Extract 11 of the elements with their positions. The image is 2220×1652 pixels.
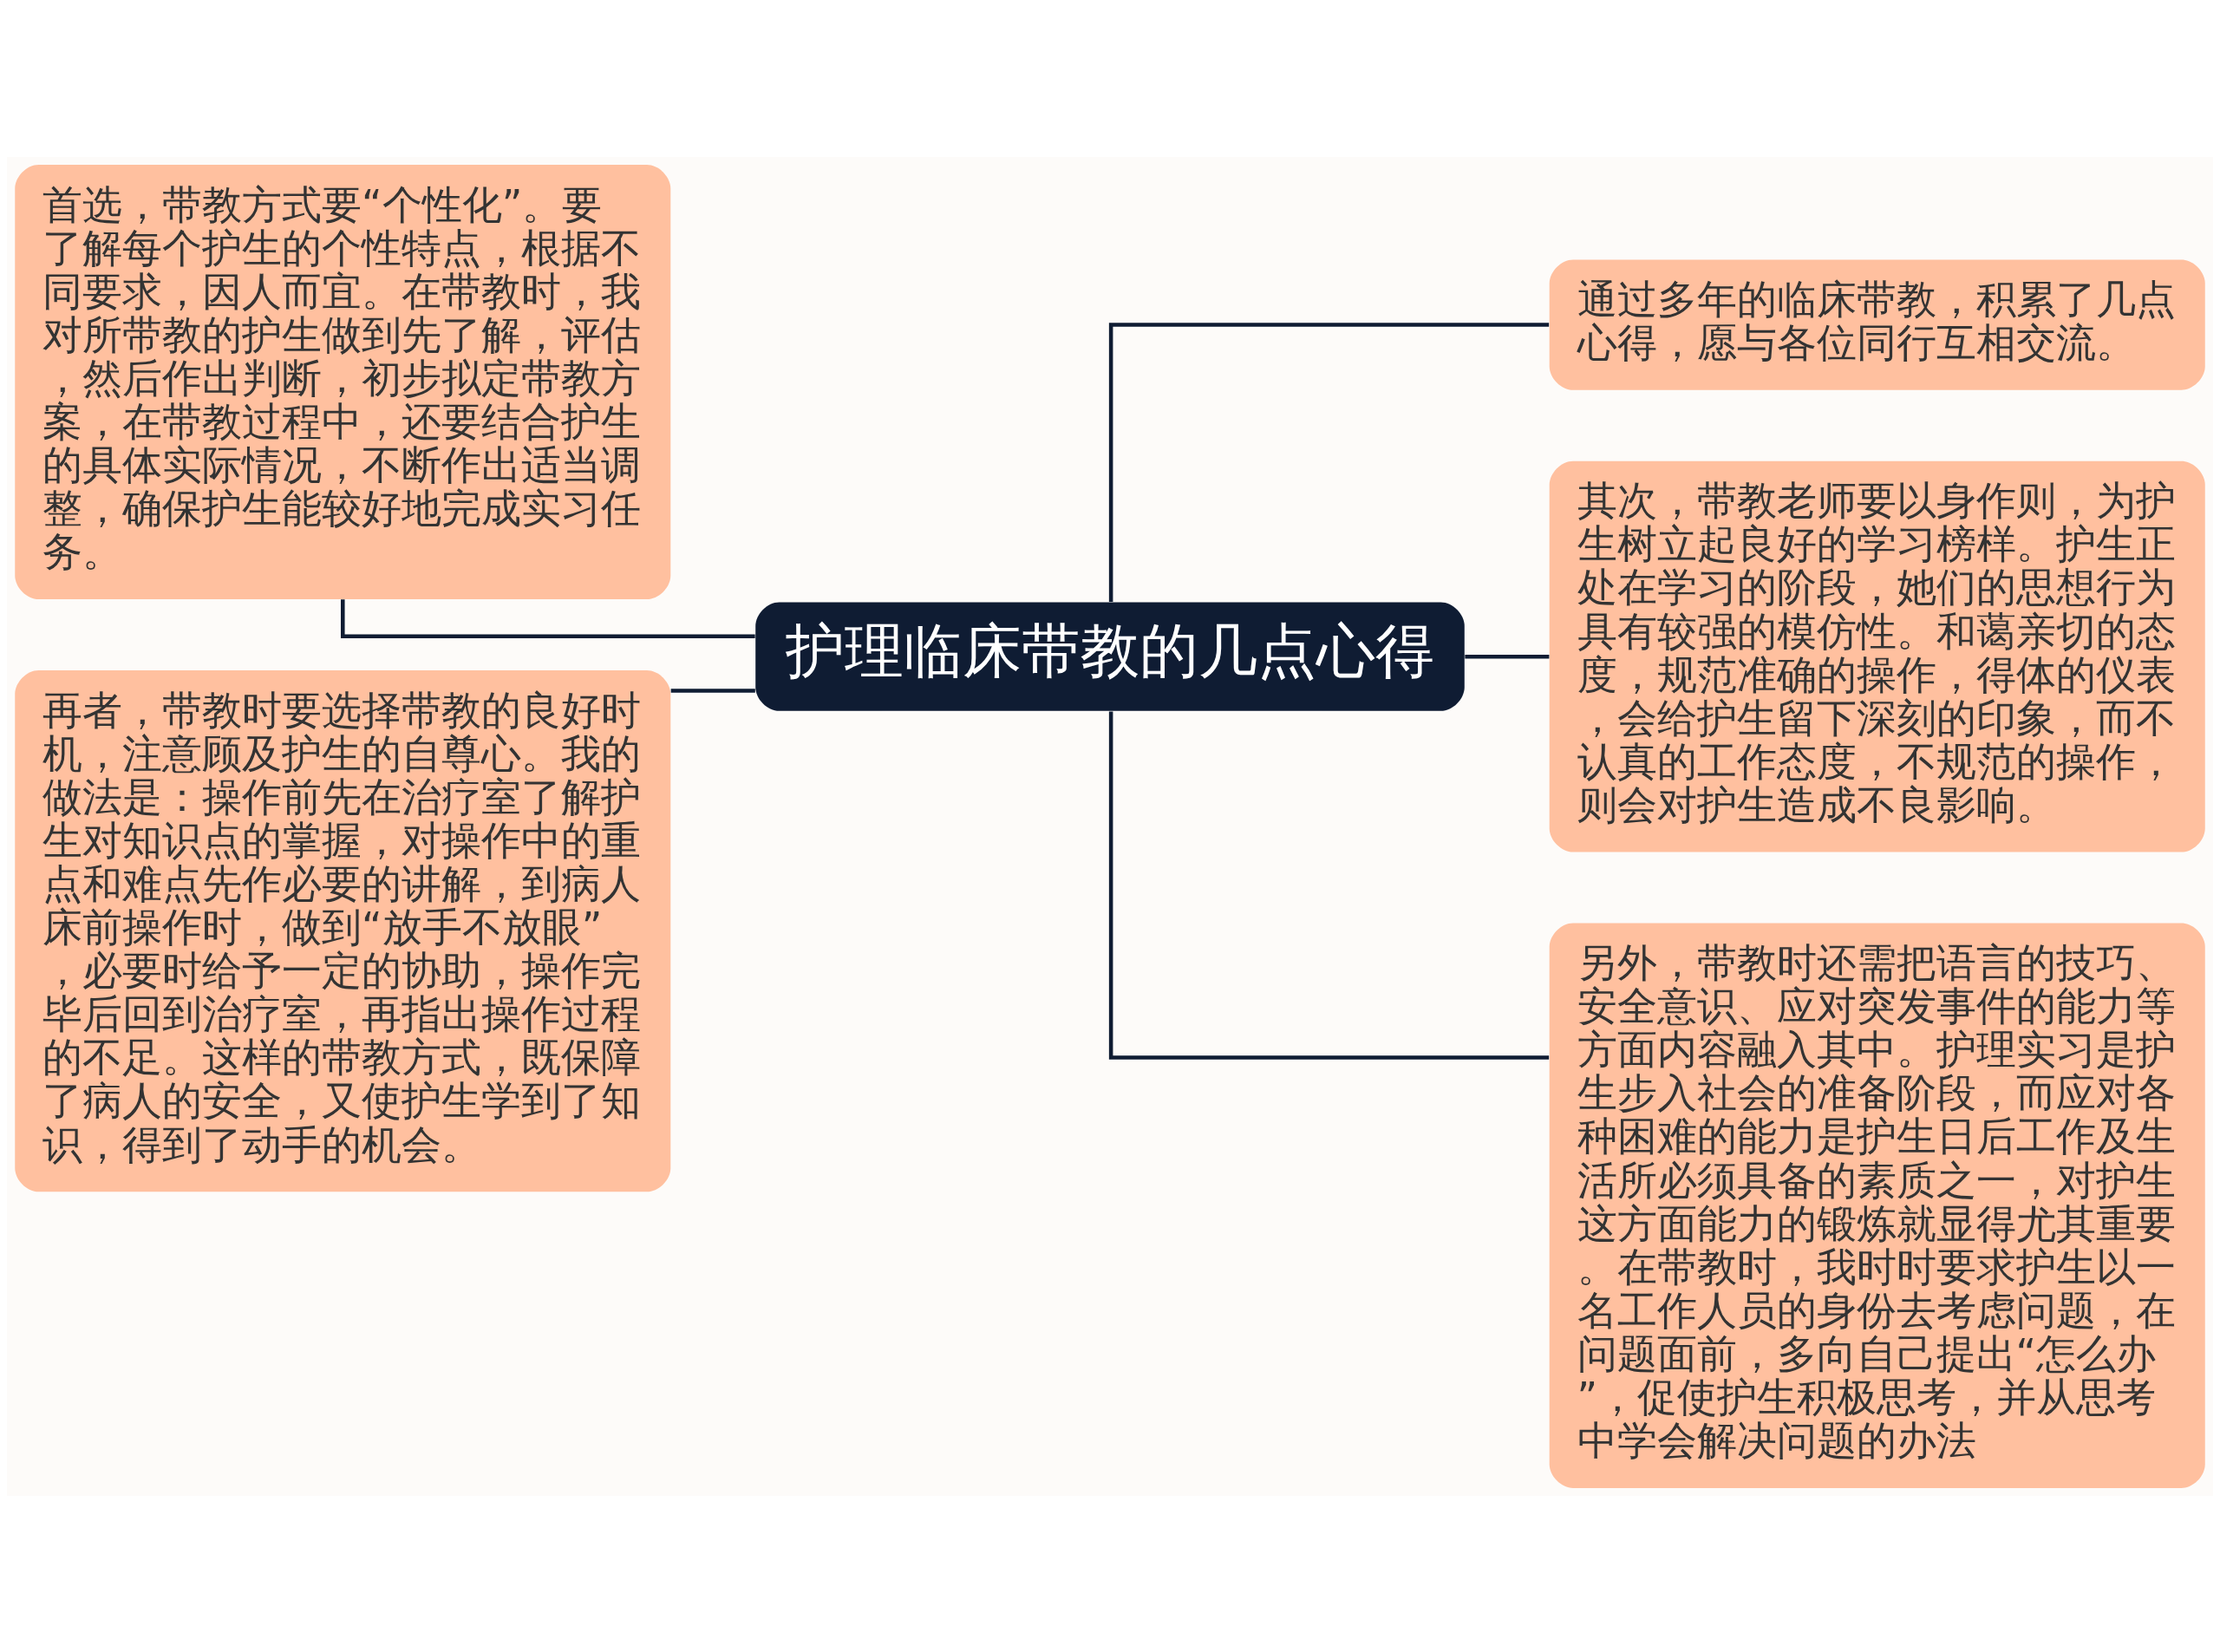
node-box: 另外，带教时还需把语言的技巧、安全意识、应对突发事件的能力等方面内容融入其中。护理实习是护生步入社会的准备阶段，而应对各种困难的能力是护生日后工作及生活所必须具备的素质之一，对护生这方面能力的锻炼就显得尤其重要。在带教时，我时时要求护生以一名工作人员的身份去考虑问题，在问题面前，多向自己提出“怎么办”，促使护生积极思考，并从思考中学会解决问题的办法: [1549, 923, 2205, 1488]
connector: [1108, 710, 1550, 1060]
node-box: 其次，带教老师要以身作则，为护生树立起良好的学习榜样。护生正处在学习的阶段，她们的思想行为具有较强的模仿性。和蔼亲切的态度，规范准确的操作，得体的仪表，会给护生留下深刻的印象，而不认真的工作态度，不规范的操作，则会对护生造成不良影响。: [1549, 460, 2205, 852]
connector: [1108, 322, 1550, 602]
connector: [670, 688, 755, 693]
node-box: 护理临床带教的几点心得: [755, 602, 1465, 711]
node-box: 再者，带教时要选择带教的良好时机，注意顾及护生的自尊心。我的做法是：操作前先在治疗室了解护生对知识点的掌握，对操作中的重点和难点先作必要的讲解，到病人床前操作时，做到“放手不放眼”，必要时给予一定的协助，操作完毕后回到治疗室，再指出操作过程的不足。这样的带教方式，既保障了病人的安全，又使护生学到了知识，得到了动手的机会。: [15, 669, 671, 1192]
node-box: 通过多年的临床带教，积累了几点心得，愿与各位同行互相交流。: [1549, 258, 2205, 390]
connector: [341, 598, 755, 638]
node-box: 首选，带教方式要“个性化”。要了解每个护生的个性特点，根据不同要求，因人而宜。在带教时，我对所带教的护生做到先了解，评估，然后作出判断，初步拟定带教方案，在带教过程中，还要结合护生的具体实际情况，不断作出适当调整，确保护生能较好地完成实习任务。: [15, 164, 671, 599]
connector: [1465, 654, 1550, 658]
